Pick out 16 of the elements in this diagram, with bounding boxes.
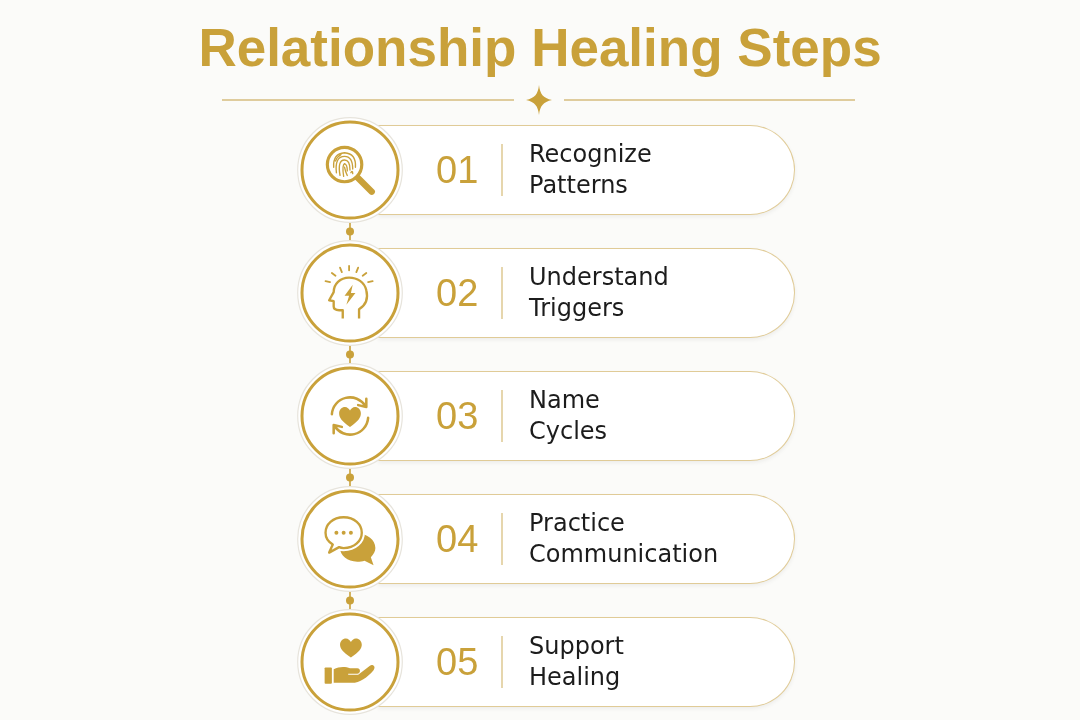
step-circle — [297, 240, 403, 346]
step-circle — [297, 117, 403, 223]
step-circle — [297, 486, 403, 592]
step-circle — [297, 609, 403, 715]
step-circle — [297, 363, 403, 469]
step-title: Practice Communication — [529, 508, 719, 570]
step-number: 01 — [436, 148, 479, 192]
step-number: 02 — [436, 271, 479, 315]
step-number: 05 — [436, 640, 479, 684]
step-number: 04 — [436, 517, 479, 561]
title: Relationship Healing Steps — [198, 17, 882, 79]
step-title: Understand Triggers — [529, 262, 669, 324]
step-title: Support Healing — [529, 631, 624, 693]
step-title: Recognize Patterns — [529, 139, 652, 201]
step-number: 03 — [436, 394, 479, 438]
step-title: Name Cycles — [529, 385, 608, 447]
